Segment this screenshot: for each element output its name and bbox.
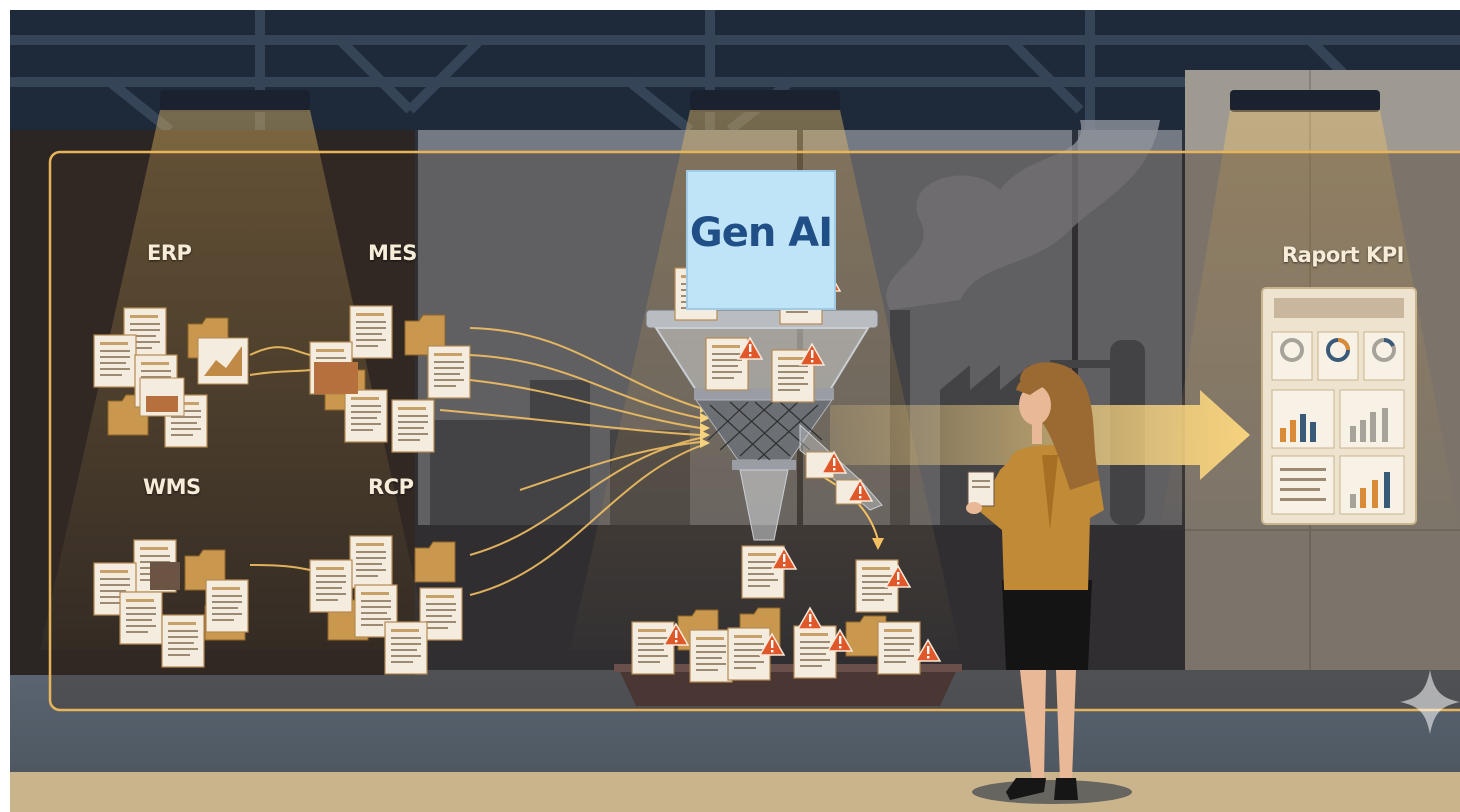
data-streams xyxy=(249,327,701,596)
erp-label: ERP xyxy=(147,241,192,265)
scene-svg xyxy=(10,10,1460,812)
rcp-label: RCP xyxy=(368,475,414,499)
waste-bin xyxy=(614,607,962,706)
gen-ai-box: Gen AI xyxy=(686,170,836,310)
wms-document-cluster xyxy=(93,539,249,668)
spotlights xyxy=(40,90,1460,650)
illustration: ERP MES WMS RCP Raport KPI Gen AI xyxy=(10,10,1460,812)
floor-mat xyxy=(10,772,1460,812)
gen-ai-label: Gen AI xyxy=(689,210,833,256)
rejected-documents xyxy=(674,267,911,613)
erp-document-cluster xyxy=(93,307,249,448)
smoke xyxy=(886,120,1160,310)
mes-document-cluster xyxy=(309,305,471,453)
dashboard-icon xyxy=(1261,287,1417,525)
kpi-report-label: Raport KPI xyxy=(1282,243,1404,267)
woman-figure xyxy=(966,362,1132,804)
stream-arrowheads xyxy=(700,403,710,448)
mes-label: MES xyxy=(368,241,417,265)
sparkle-icon xyxy=(1400,670,1460,734)
wms-label: WMS xyxy=(143,475,201,499)
